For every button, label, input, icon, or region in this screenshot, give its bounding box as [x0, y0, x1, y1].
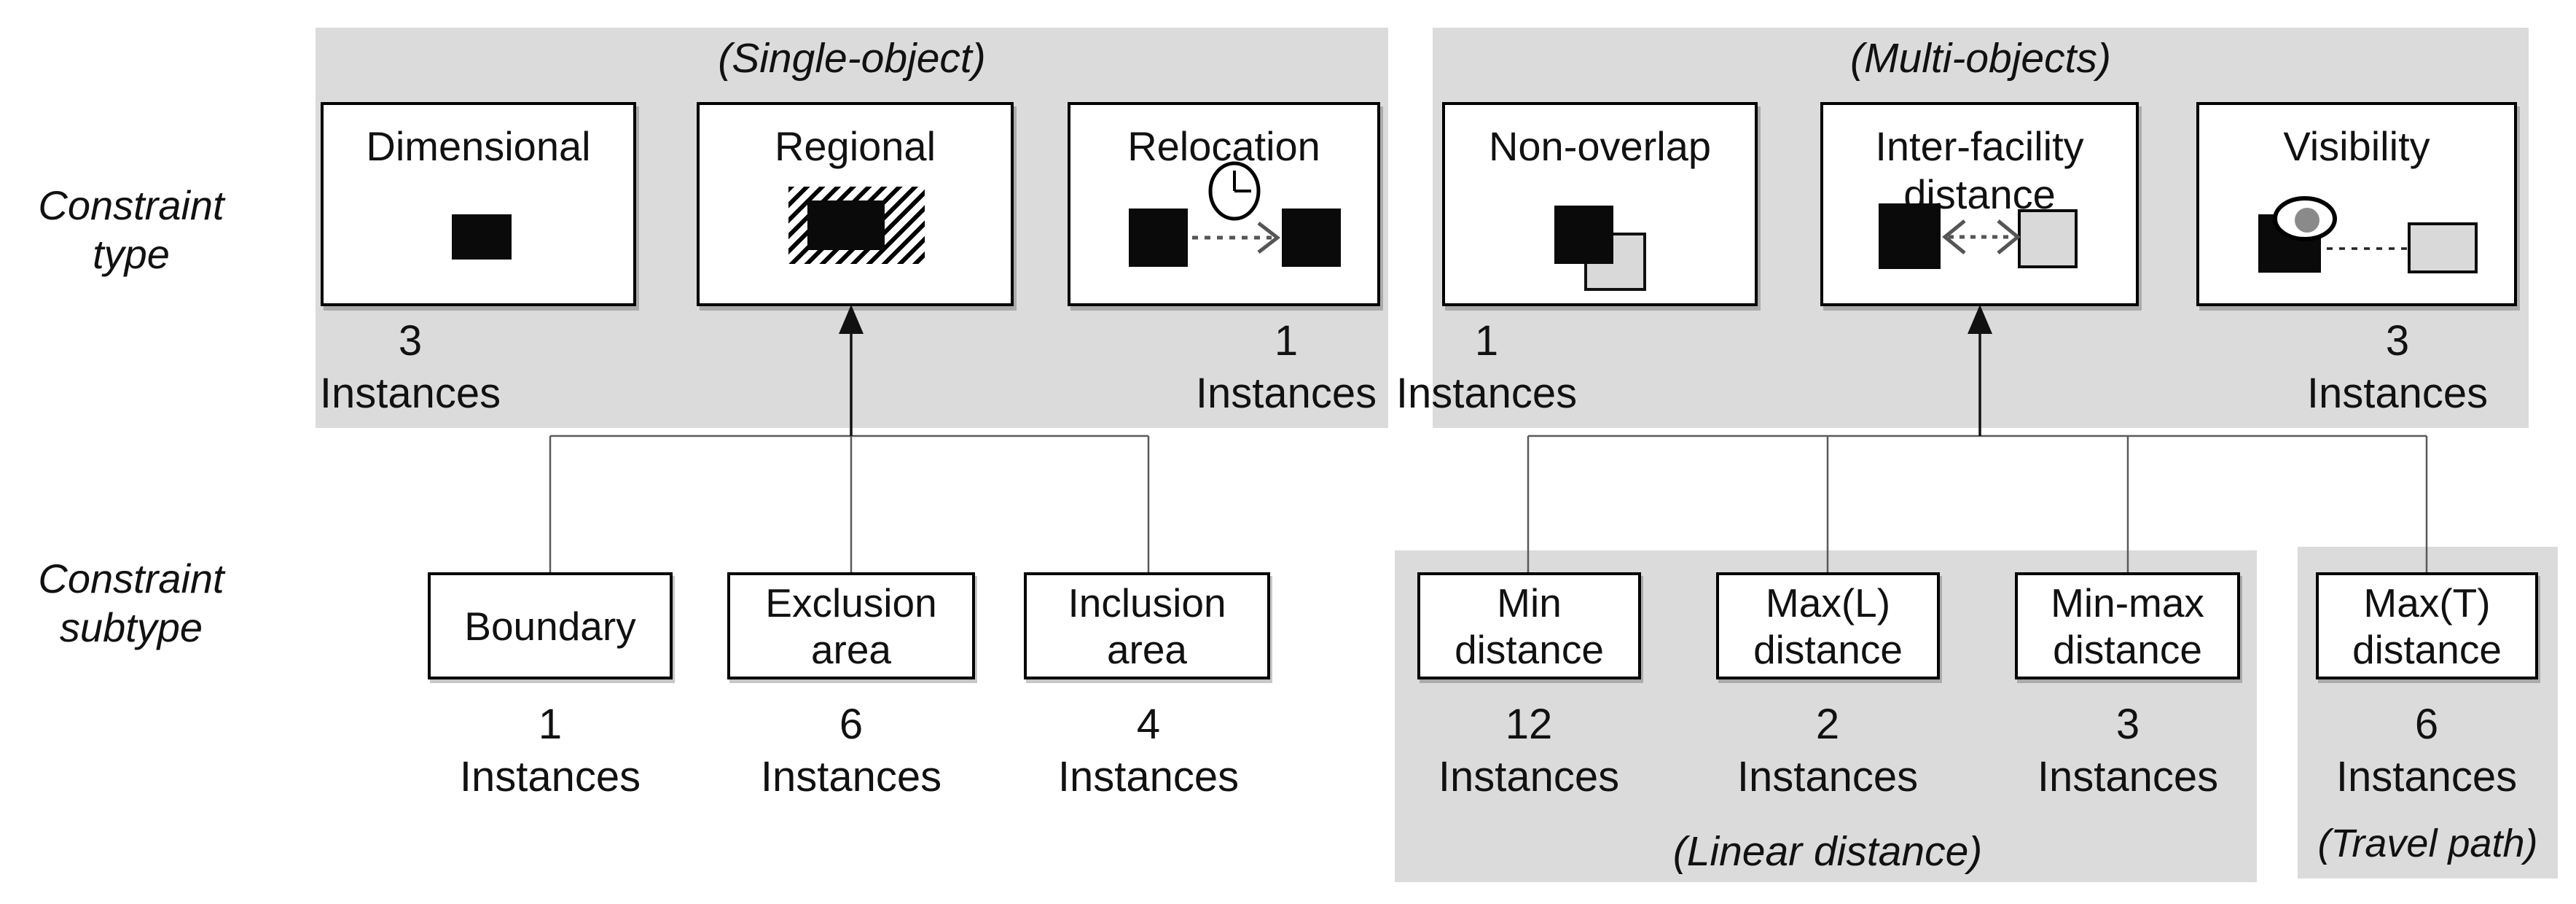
subtype-box-inclusion-area: Inclusion area [1024, 572, 1270, 679]
double-arrow-distance-icon [1879, 203, 2078, 269]
instances-word: Instances [1057, 753, 1240, 800]
type-box-label: Relocation [1127, 123, 1320, 169]
subtype-box-exclusion-area: Exclusion area [727, 572, 975, 679]
type-box-inter-facility-distance: Inter-facility distance [1820, 102, 2139, 306]
type-box-label: Dimensional [366, 123, 591, 169]
count-number: 2 [1815, 701, 1840, 748]
subtype-box-label: Min-max distance [2051, 580, 2204, 672]
type-box-label: Regional [774, 123, 936, 169]
subtype-box-boundary: Boundary [428, 572, 673, 679]
type-box-label: Non-overlap [1488, 123, 1712, 169]
count-number: 1 [1274, 317, 1299, 365]
subtype-box-label: Max(L) distance [1753, 580, 1903, 672]
subtype-box-label: Max(T) distance [2352, 580, 2502, 672]
count-number: 3 [2115, 701, 2140, 748]
linear-distance-label: (Linear distance) [1672, 828, 1983, 875]
count-number: 6 [839, 701, 864, 748]
count-number: 1 [538, 701, 563, 748]
instances-word: Instances [319, 370, 501, 417]
instance-count-min-distance: 12 Instances [1420, 698, 1638, 803]
instances-word: Instances [2336, 753, 2518, 800]
type-box-non-overlap: Non-overlap [1442, 102, 1758, 306]
instance-count-dimensional: 3 Instances [301, 315, 520, 420]
instance-count-visibility: 3 Instances [2288, 315, 2507, 420]
type-box-label: Visibility [2283, 123, 2430, 169]
single-object-label: (Single-object) [718, 35, 986, 82]
type-box-dimensional: Dimensional [321, 102, 636, 306]
instances-word: Instances [459, 753, 641, 800]
instances-word: Instances [1438, 753, 1620, 800]
count-number: 1 [1474, 317, 1499, 365]
type-box-relocation: Relocation [1068, 102, 1380, 306]
subtype-box-max-t-distance: Max(T) distance [2316, 572, 2538, 679]
instance-count-inclusion-area: 4 Instances [1039, 698, 1258, 803]
constraint-subtype-label: Constraint subtype [38, 556, 224, 650]
subtype-box-min-distance: Min distance [1417, 572, 1641, 679]
instance-count-min-max-distance: 3 Instances [2019, 698, 2237, 803]
subtype-box-min-max-distance: Min-max distance [2015, 572, 2240, 679]
instance-count-max-l-distance: 2 Instances [1718, 698, 1937, 803]
count-number: 4 [1136, 701, 1161, 748]
subtype-box-max-l-distance: Max(L) distance [1716, 572, 1940, 679]
multi-objects-label: (Multi-objects) [1850, 35, 2111, 82]
count-number: 3 [398, 317, 423, 365]
instances-word: Instances [1737, 753, 1919, 800]
constraint-type-label: Constraint type [38, 182, 224, 277]
travel-path-label: (Travel path) [2317, 822, 2538, 865]
relocation-clock-arrow-icon [1129, 161, 1341, 267]
instances-word: Instances [1395, 370, 1578, 417]
count-number: 6 [2414, 701, 2439, 748]
subtype-box-label: Exclusion area [765, 580, 937, 672]
type-box-visibility: Visibility [2196, 102, 2517, 306]
subtype-box-label: Min distance [1455, 580, 1604, 672]
instance-count-exclusion-area: 6 Instances [742, 698, 960, 803]
instances-word: Instances [2037, 753, 2219, 800]
instance-count-max-t-distance: 6 Instances [2317, 698, 2536, 803]
black-square-icon [1554, 206, 1613, 264]
subtype-box-label: Inclusion area [1068, 580, 1226, 672]
instance-count-boundary: 1 Instances [441, 698, 659, 803]
instance-count-relocation: 1 Instances [1177, 315, 1395, 420]
hatched-area-icon [788, 187, 925, 264]
instances-word: Instances [1195, 370, 1377, 417]
instance-count-non-overlap: 1 Instances [1377, 315, 1596, 420]
black-rectangle-icon [807, 200, 885, 250]
type-box-regional: Regional [697, 102, 1014, 306]
count-number: 12 [1505, 701, 1553, 748]
count-number: 3 [2385, 317, 2410, 365]
subtype-box-label: Boundary [464, 603, 636, 649]
black-rectangle-icon [452, 214, 512, 260]
eye-sightline-icon [2258, 196, 2478, 273]
instances-word: Instances [2306, 370, 2489, 417]
instances-word: Instances [760, 753, 942, 800]
